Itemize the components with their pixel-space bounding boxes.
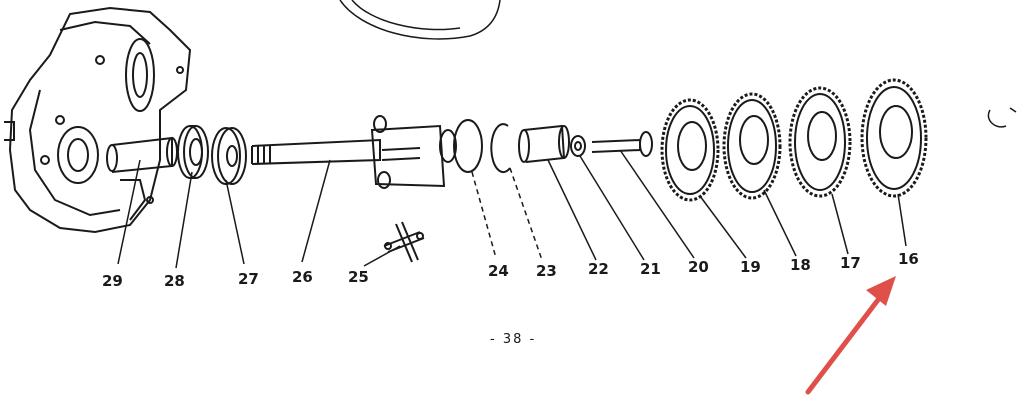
part-18-gear: [722, 92, 782, 200]
part-label-28: 28: [164, 272, 185, 290]
part-19-gear: [660, 98, 720, 202]
part-27-ring: [211, 127, 247, 185]
part-label-20: 20: [688, 258, 709, 276]
part-label-24: 24: [488, 262, 509, 280]
part-label-26: 26: [292, 268, 313, 286]
part-label-29: 29: [102, 272, 123, 290]
part-22-bushing: [518, 124, 570, 163]
part-23-circlip: [490, 123, 511, 174]
part-label-19: 19: [740, 258, 761, 276]
part-label-27: 27: [238, 270, 259, 288]
page-number: - 38 -: [490, 332, 536, 347]
part-label-23: 23: [536, 262, 557, 280]
top-partial-drawing: [339, 0, 1017, 128]
part-29-sleeve: [106, 136, 178, 173]
part-16-gear: [860, 78, 928, 198]
part-20-bolt: [591, 131, 653, 157]
part-label-16: 16: [898, 250, 919, 268]
part-17-gear: [788, 86, 852, 198]
part-28-bearing: [177, 125, 209, 179]
part-25-pins: [383, 221, 425, 263]
gearbox-housing: [4, 6, 192, 234]
part-label-25: 25: [348, 268, 369, 286]
part-21-washer: [570, 135, 586, 157]
part-24-circlip: [453, 119, 483, 173]
part-label-17: 17: [840, 254, 861, 272]
leader-lines: [117, 149, 907, 269]
part-label-18: 18: [790, 256, 811, 274]
arrow-pointer-icon: [805, 276, 896, 395]
part-label-21: 21: [640, 260, 661, 278]
part-26-main-shaft: [251, 115, 457, 189]
part-label-22: 22: [588, 260, 609, 278]
